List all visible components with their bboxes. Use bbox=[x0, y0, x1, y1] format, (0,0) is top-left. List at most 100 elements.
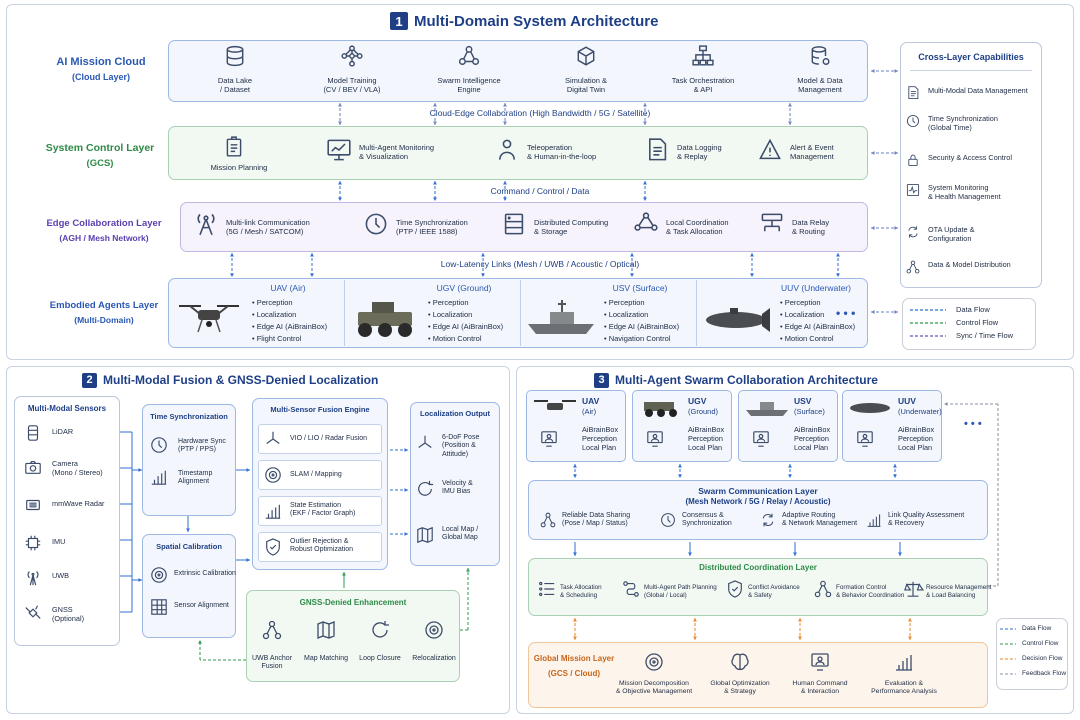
cloud-layer-box bbox=[168, 40, 868, 102]
cross-layer-title-underline bbox=[910, 70, 1032, 71]
agents-layer-sub: (Multi-Domain) bbox=[74, 315, 134, 325]
route-icon bbox=[622, 580, 640, 598]
swarm-agent-domain-1: (Ground) bbox=[688, 407, 719, 416]
chip-icon bbox=[24, 534, 42, 552]
agent-title-2: USV (Surface) bbox=[612, 283, 668, 293]
agent-0-bullet-0: • Perception bbox=[252, 298, 293, 307]
axes-icon bbox=[416, 434, 434, 452]
loc-output-title: Localization Output bbox=[420, 409, 490, 418]
gnss-item-3: Relocalization bbox=[412, 655, 456, 662]
global-mission-box bbox=[528, 642, 988, 708]
gcs-item-3: Data Logging & Replay bbox=[677, 143, 722, 161]
swarm-more-dots: • • • bbox=[964, 418, 982, 430]
doc-icon bbox=[645, 138, 669, 162]
agent-separator bbox=[344, 280, 345, 346]
agent-image-usv bbox=[526, 296, 596, 340]
arrow-head bbox=[944, 402, 948, 406]
sensor-item-5: GNSS (Optional) bbox=[52, 605, 85, 623]
cross-layer-title: Cross-Layer Capabilities bbox=[918, 52, 1024, 62]
chart-icon bbox=[894, 652, 914, 672]
gcs-item-0: Mission Planning bbox=[210, 163, 268, 172]
sensor-item-3: IMU bbox=[52, 537, 66, 546]
pulse-icon bbox=[906, 183, 920, 197]
legend-3-item-1: Control Flow bbox=[1022, 640, 1059, 647]
target-icon bbox=[424, 620, 444, 640]
swarm-agent-domain-3: (Underwater) bbox=[898, 407, 942, 416]
section-1-title: Multi-Domain System Architecture bbox=[414, 12, 659, 30]
spatial-cal-box bbox=[142, 534, 236, 638]
cloud-item-2: Swarm Intelligence Engine bbox=[437, 76, 501, 94]
arrow-head bbox=[573, 464, 577, 478]
fusion-item-box bbox=[258, 496, 382, 526]
sync-icon bbox=[760, 512, 776, 528]
arrow-head bbox=[404, 532, 408, 536]
section-2-arrows bbox=[120, 431, 470, 661]
swarm-agent-lines-2: AiBrainBox Perception Local Plan bbox=[794, 425, 831, 452]
swarm-agent-name-1: UGV bbox=[688, 396, 707, 406]
coord-item-4: Resource Management & Load Balancing bbox=[926, 584, 992, 599]
loop-icon bbox=[370, 620, 390, 640]
scal-item-1: Sensor Alignment bbox=[174, 602, 229, 609]
time-sync-title: Time Synchronization bbox=[150, 412, 228, 421]
cross-item-4: OTA Update & Configuration bbox=[928, 225, 975, 243]
clock-icon bbox=[906, 114, 920, 128]
agent-image-uav bbox=[174, 296, 244, 340]
edge-item-4: Data Relay & Routing bbox=[792, 218, 830, 236]
agent-title-3: UUV (Underwater) bbox=[781, 283, 851, 293]
clock-icon bbox=[660, 512, 676, 528]
coord-title: Distributed Coordination Layer bbox=[699, 563, 817, 572]
swarm-agent-image-1 bbox=[638, 396, 684, 418]
nodes-icon bbox=[262, 620, 282, 640]
comm-item-3: Link Quality Assessment & Recovery bbox=[888, 512, 965, 528]
agent-image-ugv bbox=[350, 296, 420, 340]
command-link-label: Command / Control / Data bbox=[490, 186, 590, 196]
swarm-comm-sub: (Mesh Network / 5G / Relay / Acoustic) bbox=[685, 497, 831, 506]
edge-item-0: Multi-link Communication (5G / Mesh / SA… bbox=[226, 218, 310, 236]
fusion-item-2: State Estimation (EKF / Factor Graph) bbox=[290, 502, 356, 518]
comm-item-1: Consensus & Synchronization bbox=[682, 512, 732, 528]
legend-1-item-0: Data Flow bbox=[956, 305, 990, 314]
shield-icon bbox=[726, 580, 744, 598]
grid-icon bbox=[150, 598, 168, 616]
fusion-item-box bbox=[258, 460, 382, 490]
edge-layer-label: Edge Collaboration Layer (AGH / Mesh Net… bbox=[36, 218, 172, 243]
fusion-item-0: VIO / LIO / Radar Fusion bbox=[290, 435, 368, 442]
comm-item-0: Reliable Data Sharing (Pose / Map / Stat… bbox=[562, 512, 631, 528]
sensors-title: Multi-Modal Sensors bbox=[27, 404, 107, 413]
agent-3-bullet-3: • Motion Control bbox=[780, 334, 834, 343]
section-2-header: 2 Multi-Modal Fusion & GNSS-Denied Local… bbox=[82, 372, 378, 388]
net-icon bbox=[341, 45, 363, 67]
fusion-item-1: SLAM / Mapping bbox=[290, 471, 342, 478]
clock-icon bbox=[364, 212, 388, 236]
arrow-head bbox=[678, 464, 682, 478]
swarm-agent-image-0 bbox=[532, 396, 578, 418]
cloud-edge-link-label: Cloud-Edge Collaboration (High Bandwidth… bbox=[429, 108, 651, 118]
arrow-head bbox=[198, 640, 202, 644]
swarm-agent-name-3: UUV bbox=[898, 396, 916, 406]
dbgear-icon bbox=[809, 45, 831, 67]
coord-item-3: Formation Control & Behavior Coordinatio… bbox=[836, 584, 905, 599]
cloud-item-0: Data Lake / Dataset bbox=[217, 76, 253, 94]
person2-icon bbox=[810, 652, 830, 672]
swarm-agent-lines-0: AiBrainBox Perception Local Plan bbox=[582, 425, 619, 452]
swarm-agent-image-3 bbox=[848, 396, 894, 418]
clip-icon bbox=[223, 136, 245, 158]
camera-icon bbox=[24, 458, 42, 476]
map-icon bbox=[316, 620, 336, 640]
tsync-item-1: Timestamp Alignment bbox=[178, 470, 213, 486]
arrow-head bbox=[138, 468, 142, 472]
legend-3-item-2: Decision Flow bbox=[1022, 655, 1063, 662]
swarm-icon bbox=[458, 45, 480, 67]
more-agents-dots: • • • bbox=[836, 306, 856, 320]
agent-0-bullet-3: • Flight Control bbox=[252, 334, 302, 343]
target-icon bbox=[264, 466, 282, 484]
legend-1-box bbox=[902, 298, 1036, 350]
coord-box bbox=[528, 558, 988, 616]
relay-icon bbox=[760, 212, 784, 236]
gcs-item-1: Multi-Agent Monitoring & Visualization bbox=[359, 143, 435, 161]
loop-icon bbox=[416, 480, 434, 498]
gnss-item-2: Loop Closure bbox=[359, 655, 401, 662]
gnss-denied-title: GNSS-Denied Enhancement bbox=[299, 598, 407, 607]
coord-item-1: Multi-Agent Path Planning (Global / Loca… bbox=[644, 584, 717, 599]
agent-2-bullet-0: • Perception bbox=[604, 298, 645, 307]
